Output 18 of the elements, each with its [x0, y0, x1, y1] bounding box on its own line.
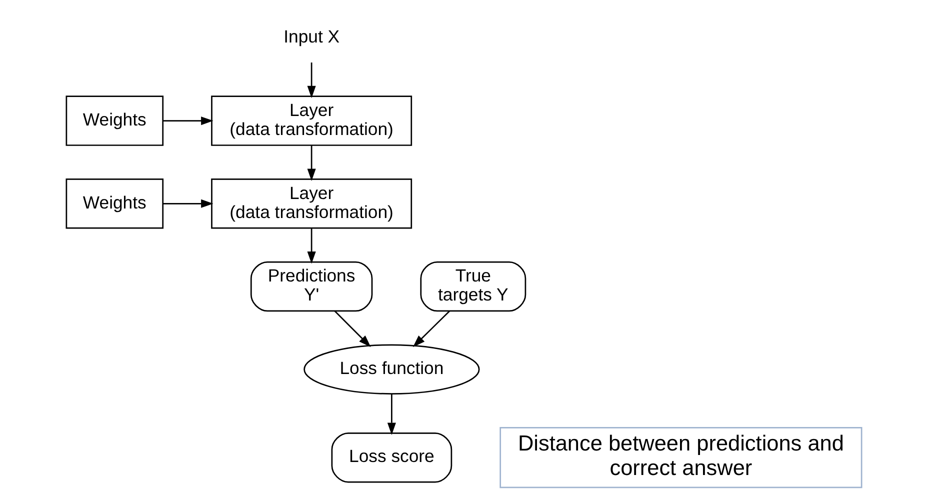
arrow — [162, 199, 213, 208]
arrow — [412, 310, 450, 348]
node-box: Weights — [65, 178, 164, 229]
node-ellipse: Loss function — [303, 344, 480, 394]
node-box: Loss score — [330, 432, 452, 483]
arrow — [306, 228, 316, 264]
node-text: Input X — [283, 26, 340, 47]
node-box: Layer (data transformation) — [210, 178, 412, 229]
arrow — [162, 116, 213, 126]
node-box: Predictions Y' — [250, 261, 372, 312]
node-box: Weights — [65, 96, 164, 146]
node-box: Layer (data transformation) — [210, 96, 412, 146]
arrow — [386, 394, 396, 435]
arrow — [306, 62, 316, 98]
node-box: True targets Y — [420, 261, 526, 312]
arrow — [334, 310, 370, 348]
node-box: Distance between predictions and correct answer — [499, 427, 862, 488]
arrow — [306, 145, 316, 181]
